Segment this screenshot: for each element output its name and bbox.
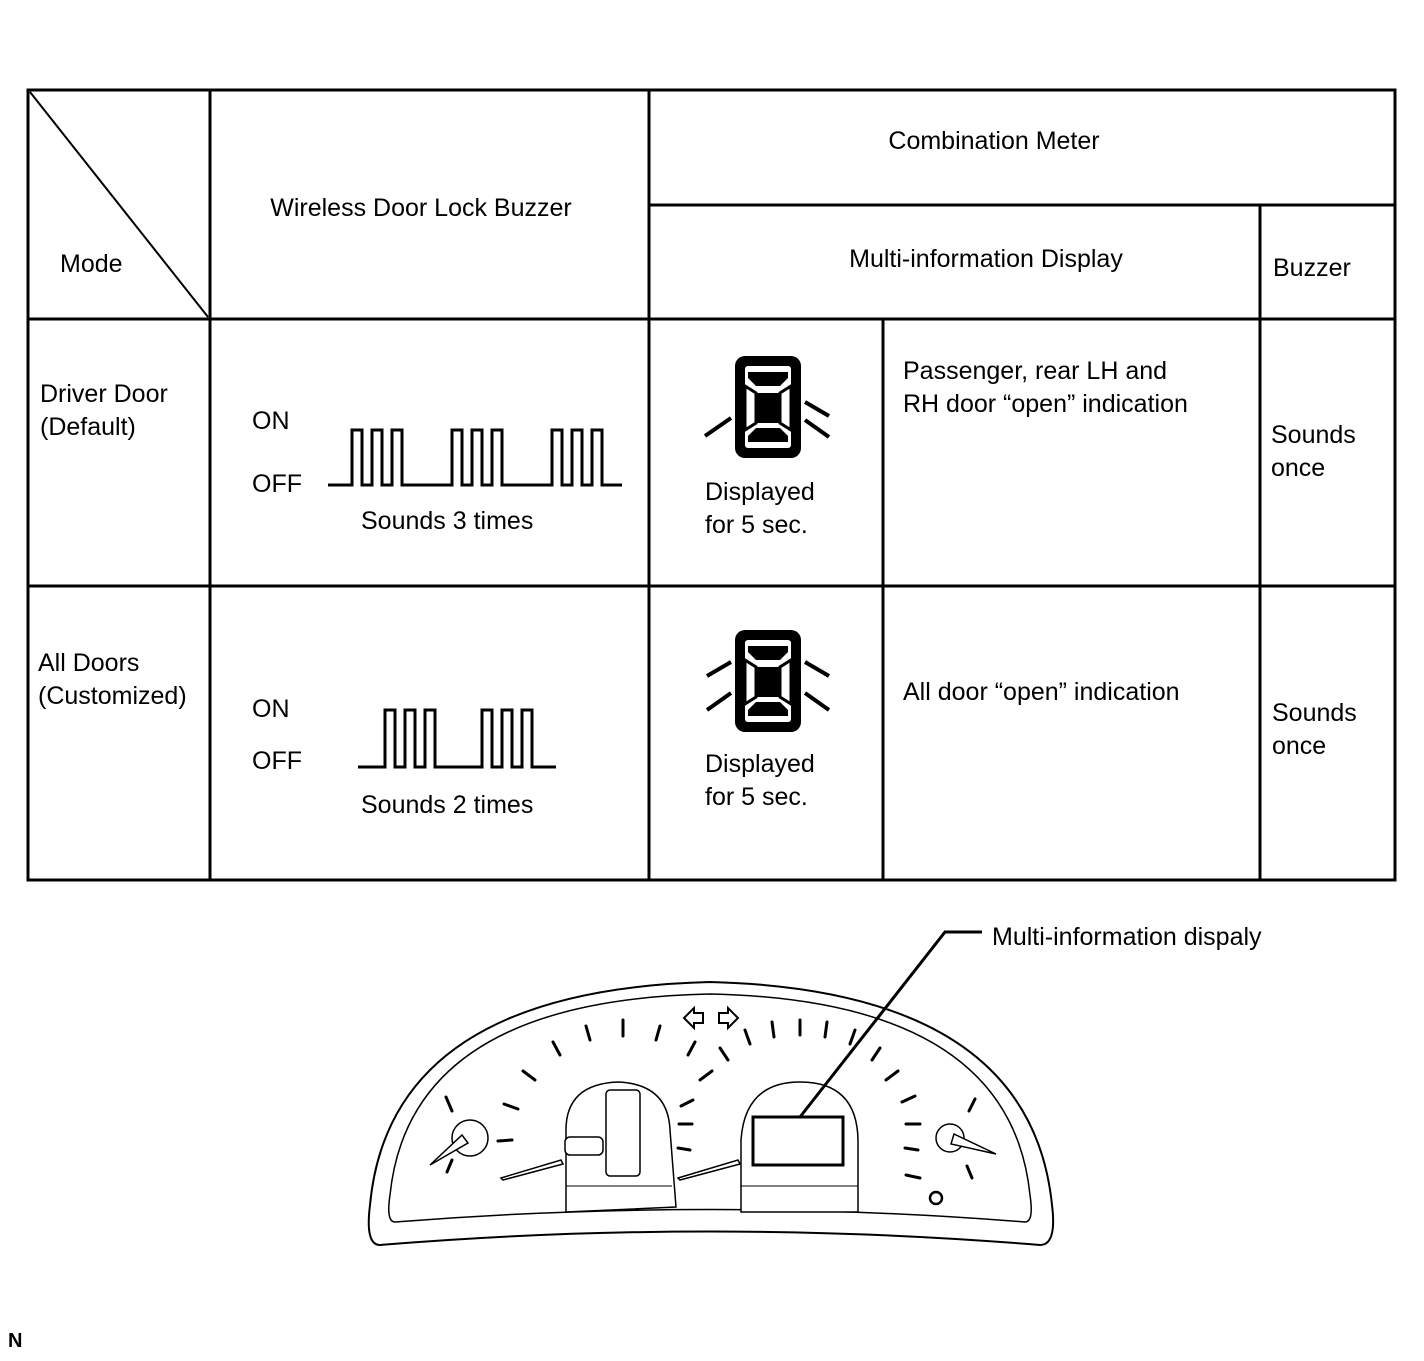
mode-label: All Doors (38, 649, 140, 677)
on-label: ON (252, 407, 290, 435)
mode-sublabel: (Customized) (38, 682, 187, 710)
right-turn-arrow-icon (718, 1005, 740, 1031)
multi-info-display-header: Multi-information Display (849, 245, 1123, 273)
figure-code: N (8, 1330, 23, 1352)
meter-housing (367, 980, 1055, 1247)
callout-leader-line (798, 930, 982, 1118)
speedometer-ticks (718, 1018, 922, 1180)
combination-meter-header: Combination Meter (888, 127, 1100, 155)
mode-header: Mode (60, 250, 123, 278)
door-indication: All door “open” indication (903, 678, 1180, 706)
multi-info-display-callout: Multi-information dispaly (992, 923, 1262, 951)
left-gauge-ticks (444, 1095, 454, 1174)
sound-caption: Sounds 3 times (361, 507, 534, 535)
display-duration: Displayed (705, 750, 815, 778)
buzzer-result: Sounds (1271, 421, 1356, 449)
buzzer-result-line2: once (1271, 454, 1326, 482)
tachometer-ticks (496, 1018, 714, 1152)
gauge-needle-icon (676, 1159, 742, 1181)
right-gauge-ticks (965, 1097, 977, 1180)
gauge-needle-icon (429, 1133, 470, 1166)
door-indication-line2: RH door “open” indication (903, 390, 1188, 418)
buzzer-result-line2: once (1272, 732, 1327, 760)
display-duration-line2: for 5 sec. (705, 783, 808, 811)
on-label: ON (252, 695, 290, 723)
display-duration-line2: for 5 sec. (705, 511, 808, 539)
left-turn-arrow-icon (682, 1005, 704, 1031)
gauge-needle-icon (950, 1132, 997, 1155)
multi-information-display (751, 1115, 845, 1167)
off-label: OFF (252, 747, 302, 775)
off-label: OFF (252, 470, 302, 498)
display-duration: Displayed (705, 478, 815, 506)
buzzer-result: Sounds (1272, 699, 1357, 727)
mode-diagonal (29, 91, 209, 318)
sound-caption: Sounds 2 times (361, 791, 534, 819)
wireless-buzzer-header: Wireless Door Lock Buzzer (270, 194, 572, 222)
buzzer-header: Buzzer (1273, 254, 1351, 282)
mode-label: Driver Door (40, 380, 168, 408)
mode-sublabel: (Default) (40, 413, 136, 441)
door-indication: Passenger, rear LH and (903, 357, 1168, 385)
gauge-needle-icon (499, 1159, 565, 1181)
